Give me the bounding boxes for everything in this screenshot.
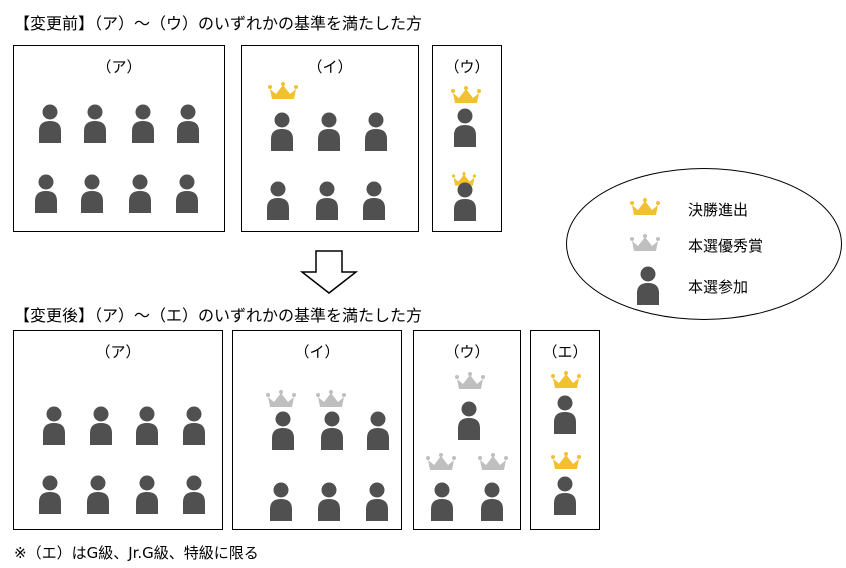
person-icon [430,482,454,522]
person-icon [365,482,389,522]
person-icon [270,112,294,152]
person-icon [83,104,107,144]
silver-crown-icon [426,453,456,473]
person-icon [366,411,390,451]
legend: 決勝進出 本選優秀賞 本選参加 [566,168,842,320]
person-icon [86,475,110,515]
person-icon [636,266,660,306]
person-icon [182,406,206,446]
person-icon [266,181,290,221]
after-heading: 【変更後】（ア）～（エ）のいずれかの基準を満たした方 [14,306,423,325]
person-icon [315,181,339,221]
down-arrow-icon [300,250,358,294]
person-icon [553,476,577,516]
after-box-i: （イ） [232,330,402,530]
after-box-e-label: （エ） [542,343,588,361]
person-icon [457,401,481,441]
after-box-i-label: （イ） [294,343,340,361]
gold-crown-icon [451,86,481,106]
legend-participant-label: 本選参加 [688,278,749,296]
person-icon [176,104,200,144]
silver-crown-icon [478,453,508,473]
person-icon [317,112,341,152]
before-box-u-label: （ウ） [444,58,490,76]
person-icon [269,482,293,522]
legend-ellipse [566,168,842,320]
person-icon [175,174,199,214]
person-icon [89,406,113,446]
before-box-a: （ア） [13,45,225,232]
person-icon [38,475,62,515]
before-box-u: （ウ） [432,45,502,232]
before-box-i: （イ） [241,45,419,232]
person-icon [80,174,104,214]
legend-finalist-label: 決勝進出 [688,201,749,219]
person-icon [128,174,152,214]
after-box-e: （エ） [530,330,600,530]
person-icon [453,108,477,148]
before-box-i-label: （イ） [307,58,353,76]
silver-crown-icon [266,390,296,410]
person-icon [271,411,295,451]
gold-crown-icon [551,371,581,391]
gold-crown-icon [551,452,581,472]
silver-crown-icon [455,372,485,392]
before-heading: 【変更前】（ア）～（ウ）のいずれかの基準を満たした方 [14,14,423,33]
legend-excellent-label: 本選優秀賞 [688,237,764,255]
person-icon [42,406,66,446]
person-icon [553,395,577,435]
before-box-a-label: （ア） [96,58,142,76]
after-box-u: （ウ） [413,330,521,530]
after-box-a: （ア） [13,330,223,530]
person-icon [131,104,155,144]
person-icon [453,182,477,222]
gold-crown-icon [268,82,298,102]
person-icon [320,411,344,451]
person-icon [135,406,159,446]
person-icon [135,475,159,515]
footnote: ※（エ）はG級、Jr.G級、特級に限る [14,544,259,562]
person-icon [364,112,388,152]
person-icon [317,482,341,522]
silver-crown-icon [630,234,660,254]
person-icon [362,181,386,221]
person-icon [38,104,62,144]
person-icon [182,475,206,515]
after-box-a-label: （ア） [95,343,141,361]
silver-crown-icon [316,390,346,410]
person-icon [480,482,504,522]
after-box-u-label: （ウ） [444,343,490,361]
person-icon [34,174,58,214]
gold-crown-icon [630,198,660,218]
